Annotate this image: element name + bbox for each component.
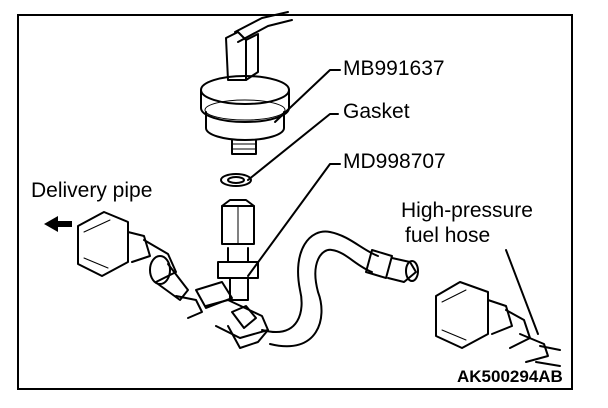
leader-line-hose [505,249,539,335]
leader-line-adapter [247,163,341,277]
leader-line-gasket [247,113,339,181]
leader-line-sensor [274,69,341,123]
label-mb991637: MB991637 [343,57,445,80]
label-delivery-pipe: Delivery pipe [31,179,153,202]
high-pressure-hose-fitting [435,281,561,367]
label-high-pressure: High-pressure [401,199,533,222]
label-md998707: MD998707 [343,150,446,173]
delivery-pipe-connector [77,211,203,319]
left-arrow-icon [44,216,72,232]
label-fuel-hose: fuel hose [405,224,491,247]
gasket-part [220,173,252,187]
pressure-sensor-part [200,11,293,155]
fuel-hose [261,230,419,348]
figure-frame [17,14,573,390]
tee-fitting [195,281,269,349]
figure-code: AK500294AB [457,367,563,386]
adapter-part [217,199,259,301]
label-gasket: Gasket [343,100,410,123]
